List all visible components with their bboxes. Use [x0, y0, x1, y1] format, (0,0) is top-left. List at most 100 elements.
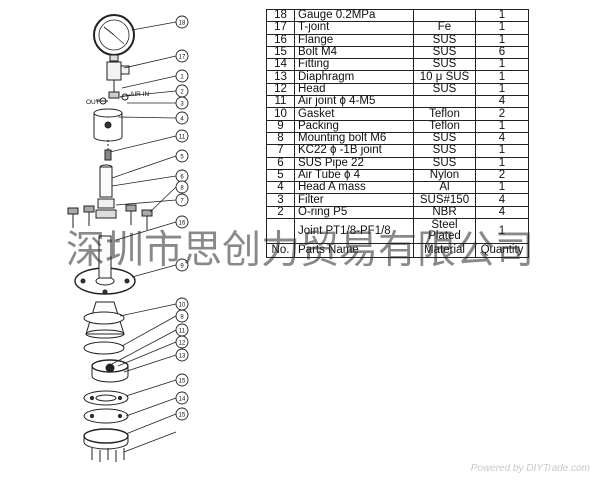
cell-no: 3 [266, 193, 295, 207]
cell-quantity: 1 [475, 58, 529, 72]
balloon-number: 14 [179, 396, 186, 402]
balloon-number: 12 [179, 340, 186, 346]
cell-no: 12 [266, 82, 295, 97]
cell-quantity: 2 [475, 107, 529, 121]
part-balloon: 12 [175, 335, 189, 349]
cell-quantity: 1 [475, 218, 529, 245]
part-balloon: 11 [175, 129, 189, 143]
cell-no: 8 [266, 131, 295, 146]
cell-quantity: 1 [475, 8, 529, 23]
part-balloon: 3 [175, 96, 189, 110]
cell-material [413, 95, 476, 109]
cell-parts-name: Air Tube ϕ 4 [294, 168, 414, 183]
cell-no: 15 [266, 45, 295, 60]
sus-pipe [99, 164, 113, 198]
balloon-number: 8 [180, 314, 184, 320]
cell-no [266, 218, 295, 245]
header-parts-name: Parts Name [294, 243, 414, 259]
cell-no: 18 [266, 8, 295, 23]
balloon-number: 10 [179, 302, 186, 308]
part-balloon: 4 [175, 111, 189, 125]
cell-parts-name: Joint PT1/8-PF1/8 [294, 218, 414, 245]
cell-parts-name: T-joint [294, 21, 414, 35]
cell-no: 6 [266, 156, 295, 170]
cell-material: Nylon [413, 168, 476, 183]
cell-quantity: 4 [475, 193, 529, 207]
cell-material: Teflon [413, 107, 476, 121]
table-header-row: No. Parts Name Material Quantity [266, 243, 529, 259]
balloon-number: 5 [180, 154, 184, 160]
cell-material: SUS#150 [413, 193, 476, 207]
cell-no: 7 [266, 144, 295, 158]
cell-parts-name: Diaphragm [294, 70, 414, 84]
cell-material: SUS [413, 156, 476, 170]
flange [74, 235, 136, 295]
part-balloon: 7 [175, 193, 189, 207]
footer-credit: Powered by DIYTrade.com [470, 463, 590, 474]
part-balloon: 8 [175, 180, 189, 194]
cell-parts-name: SUS Pipe 22 [294, 156, 414, 170]
part-balloon: 11 [175, 323, 189, 337]
balloon-number: 7 [180, 198, 184, 204]
exploded-assembly-drawing: OUT AIR IN 18171234115687169108111213151… [67, 14, 189, 462]
cell-material: SUS [413, 131, 476, 146]
cell-quantity: 1 [475, 70, 529, 84]
cell-no: 2 [266, 205, 295, 220]
cell-quantity: 6 [475, 45, 529, 60]
part-balloon: 16 [175, 215, 189, 229]
cell-quantity: 1 [475, 21, 529, 35]
cell-parts-name: Head A mass [294, 181, 414, 195]
part-balloon: 18 [175, 15, 189, 29]
balloon-number: 15 [179, 378, 186, 384]
t-joint [106, 61, 122, 81]
balloon-number: 9 [180, 263, 184, 269]
balloon-number: 15 [179, 412, 186, 418]
cell-material: Teflon [413, 119, 476, 133]
balloon-number: 11 [179, 328, 186, 334]
cell-material: Al [413, 181, 476, 195]
cell-parts-name: KC22 ϕ -1B joint [294, 144, 414, 158]
cell-quantity: 1 [475, 82, 529, 97]
cell-parts-name: Bolt M4 [294, 45, 414, 60]
material-line-1: Steel [431, 219, 458, 232]
part-balloon: 8 [175, 309, 189, 323]
part-balloon: 15 [175, 373, 189, 387]
cell-parts-name: O-ring P5 [294, 205, 414, 220]
cell-parts-name: Packing [294, 119, 414, 133]
cell-parts-name: Gasket [294, 107, 414, 121]
cell-material: SUS [413, 33, 476, 47]
balloon-number: 1 [180, 74, 184, 80]
cell-quantity: 4 [475, 95, 529, 109]
cell-quantity: 1 [475, 156, 529, 170]
header-no: No. [266, 243, 295, 259]
cell-parts-name: Head [294, 82, 414, 97]
cell-no: 10 [266, 107, 295, 121]
cell-parts-name: Fitting [294, 58, 414, 72]
part-balloon: 10 [175, 297, 189, 311]
balloon-number: 3 [180, 101, 184, 107]
part-balloon: 6 [175, 169, 189, 183]
balloon-number: 4 [180, 116, 184, 122]
mounting-bolts [67, 204, 153, 230]
cell-material [413, 8, 476, 23]
cell-quantity: 1 [475, 181, 529, 195]
cell-quantity: 4 [475, 131, 529, 146]
cell-material: Fe [413, 21, 476, 35]
header-quantity: Quantity [475, 243, 529, 259]
